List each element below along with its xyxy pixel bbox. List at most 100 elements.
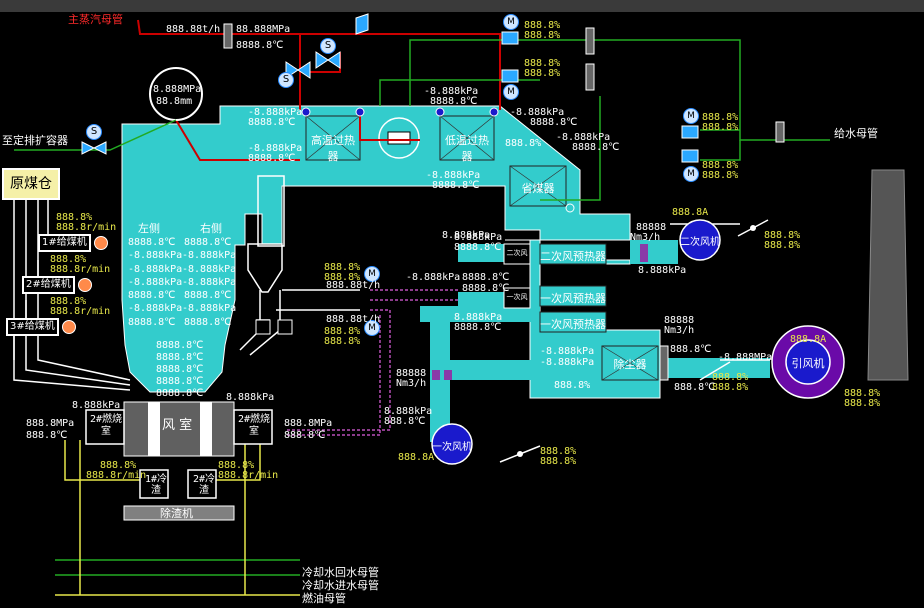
slag-cooler-2-label[interactable]: 2#冷渣 — [192, 474, 216, 496]
feed-damper-pct-b: 888.8% — [324, 272, 361, 283]
r-temp-1: 8888.8℃ — [184, 237, 232, 248]
hts-kpa: -8.888kPa — [248, 107, 303, 118]
bed-temp-3: 8888.8℃ — [156, 364, 204, 375]
right-side-label: 右侧 — [200, 222, 222, 235]
pri-ah2-kpa: 8.888kPa — [454, 312, 503, 323]
bed-temp-5: 8888.8℃ — [156, 388, 204, 399]
secondary-ah-box — [539, 243, 607, 265]
valve-motor-4-icon[interactable]: M — [683, 166, 699, 182]
steam-solenoid-icon[interactable]: S — [320, 38, 336, 54]
chimney — [867, 169, 909, 381]
eco-out-temp: 8888.8℃ — [432, 180, 480, 191]
pri-fan-amp: 888.8A — [398, 452, 435, 463]
pri-fan-temp: 888.8℃ — [384, 416, 426, 427]
sec-flow-value: 88888 — [636, 222, 667, 233]
id-inlet-temp: 888.8℃ — [674, 382, 716, 393]
bed-kpa-left: 8.888kPa — [72, 400, 121, 411]
feeder-3-status-icon — [62, 320, 76, 334]
id-fan-pct-a: 888.8% — [844, 388, 881, 399]
coal-flow-2: 888.88t/h — [326, 314, 381, 325]
valve-motor-1-icon[interactable]: M — [503, 14, 519, 30]
secondary-fan — [679, 219, 721, 261]
l-kpa-2: -8.888kPa — [128, 264, 183, 275]
top-toolbar — [0, 0, 924, 12]
feed-damper-pct-c: 888.8% — [324, 326, 361, 337]
steam-temp-value: 8888.8℃ — [236, 40, 284, 51]
r-temp-2: 8888.8℃ — [184, 290, 232, 301]
fuel-oil-label: 燃油母管 — [302, 592, 346, 605]
primary-fan — [431, 423, 473, 465]
pri-flow-value: 88888 — [396, 368, 427, 379]
id-fan-label[interactable]: 引风机 — [791, 357, 825, 370]
feeder-2-status-icon — [78, 278, 92, 292]
drum-press-value: 8.888MPa — [153, 84, 202, 95]
primary-ah-1-label: 一次风预热器 — [540, 292, 606, 305]
feeder-2[interactable]: 2#给煤机 — [22, 276, 75, 294]
valve3-pct-a: 888.8% — [702, 112, 739, 123]
valve2-pct-a: 888.8% — [524, 58, 561, 69]
valve-motor-2-icon[interactable]: M — [503, 84, 519, 100]
lts-in-kpa: -8.888kPa — [424, 86, 479, 97]
id-fan-press: -8.888MPa — [718, 352, 773, 363]
r-kpa-2: -8.888kPa — [182, 264, 237, 275]
sec-damper-pct-a: 888.8% — [764, 230, 801, 241]
dc-in-kpa-a: -8.888kPa — [540, 346, 595, 357]
damper-motor-2-icon[interactable]: M — [364, 320, 380, 336]
left-side-label: 左侧 — [138, 222, 160, 235]
feeder-1[interactable]: 1#给煤机 — [38, 234, 91, 252]
r-kpa-3: -8.888kPa — [182, 277, 237, 288]
furnace-top-temp: 8888.8℃ — [248, 153, 296, 164]
id-fan-amp: 888.8A — [790, 334, 827, 345]
pri-air-small-label: 一次风 — [506, 293, 528, 301]
bed-temp-1: 8888.8℃ — [156, 340, 204, 351]
l-kpa-1: -8.888kPa — [128, 250, 183, 261]
cool-supply-label: 冷却水进水母管 — [302, 579, 379, 592]
lts-out-temp: 8888.8℃ — [530, 117, 578, 128]
sec-flow-unit: Nm3/h — [630, 232, 661, 243]
dc-in-kpa-b: -8.888kPa — [540, 357, 595, 368]
feeder-3[interactable]: 3#给煤机 — [6, 318, 59, 336]
pri-damper-pct-a: 888.8% — [540, 446, 577, 457]
sec-ah-temp: 8888.8℃ — [454, 242, 502, 253]
damper-motor-1-icon[interactable]: M — [364, 266, 380, 282]
drain-solenoid-icon[interactable]: S — [86, 124, 102, 140]
r-kpa-4: -8.888kPa — [182, 303, 237, 314]
burner-left-label: 2#燃烧室 — [89, 414, 123, 437]
lts-out-kpa: -8.888kPa — [510, 107, 565, 118]
secondary-fan-label[interactable]: 二次风机 — [680, 237, 720, 248]
slag-cooler-1-label[interactable]: 1#冷渣 — [144, 474, 168, 496]
cool-return-label: 冷却水回水母管 — [302, 566, 379, 579]
o2-pct: 888.8% — [505, 138, 542, 149]
l-temp-1: 8888.8℃ — [128, 237, 176, 248]
valve3-pct-b: 888.8% — [702, 122, 739, 133]
feeder3-pct: 888.8% — [50, 296, 87, 307]
slag2-pct: 888.8% — [218, 460, 255, 471]
coal-bin[interactable]: 原煤仓 — [2, 168, 60, 200]
steam-flow-value: 888.88t/h — [166, 24, 221, 35]
l-kpa-4: -8.888kPa — [128, 303, 183, 314]
sec-damper-pct-b: 888.8% — [764, 240, 801, 251]
feeder1-rpm: 888.8r/min — [56, 222, 117, 233]
feeder2-pct: 888.8% — [50, 254, 87, 265]
id-damper-pct-b: 888.8% — [712, 382, 749, 393]
gas-flow-unit: Nm3/h — [664, 325, 695, 336]
sec-air-small-label: 二次风 — [506, 249, 528, 257]
valve-motor-3-icon[interactable]: M — [683, 108, 699, 124]
steam-press-value: 88.888MPa — [236, 24, 291, 35]
high-temp-superheater-label: 高温过热器 — [311, 134, 355, 163]
pri-ah-kpa: -8.888kPa — [406, 272, 461, 283]
furnace-top-kpa: -8.888kPa — [248, 143, 303, 154]
sec-ah-kpa: 8.888kPa — [454, 232, 503, 243]
coal-flow-1: 888.88t/h — [326, 280, 381, 291]
steam-solenoid-2-icon[interactable]: S — [278, 72, 294, 88]
burner-right-press: 888.8MPa — [284, 418, 333, 429]
dc-out-temp: 888.8℃ — [670, 344, 712, 355]
valve4-pct-a: 888.8% — [702, 160, 739, 171]
feedwater-label: 给水母管 — [834, 127, 878, 140]
feeder1-pct: 888.8% — [56, 212, 93, 223]
feeder-1-status-icon — [94, 236, 108, 250]
primary-fan-label[interactable]: 一次风机 — [432, 442, 472, 453]
sec-air-out-kpa: 8.888kPa — [638, 265, 687, 276]
feed-damper-pct-a: 888.8% — [324, 262, 361, 273]
slag-conveyor-label[interactable]: 除渣机 — [160, 507, 193, 520]
